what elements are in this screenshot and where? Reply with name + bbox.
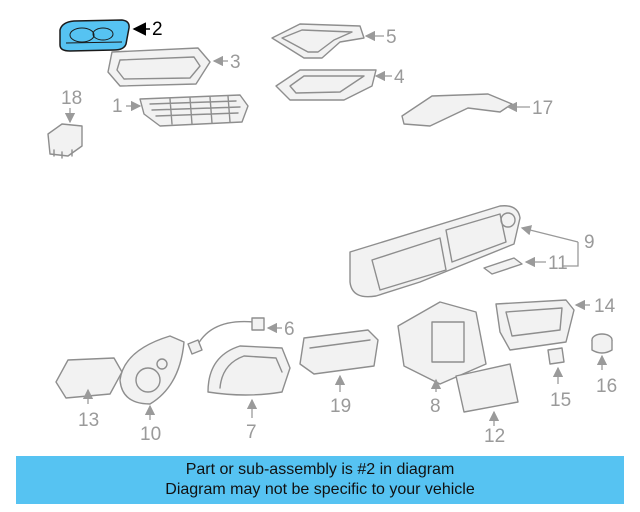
part-12-display[interactable] (455, 363, 519, 413)
part-8-center-panel[interactable] (397, 301, 487, 385)
callout-6: 6 (284, 319, 295, 340)
callout-1: 1 (112, 96, 123, 117)
part-4-panel-insert[interactable] (275, 69, 377, 101)
callout-3: 3 (230, 52, 241, 73)
callout-8: 8 (430, 396, 441, 417)
callout-2: 2 (152, 19, 163, 40)
callout-4: 4 (394, 67, 405, 88)
callout-15: 15 (550, 390, 571, 411)
callout-9: 9 (584, 232, 595, 253)
part-9-dash-panel[interactable] (349, 205, 521, 298)
part-15-switch[interactable] (547, 347, 565, 365)
callout-10: 10 (140, 424, 161, 445)
callout-16: 16 (596, 376, 617, 397)
info-banner: Part or sub-assembly is #2 in diagram Di… (16, 456, 624, 504)
part-13-glove-tray[interactable] (55, 357, 123, 399)
part-2-trim-panel[interactable] (59, 19, 130, 52)
part-18-clip[interactable] (47, 123, 83, 159)
callout-17: 17 (532, 98, 553, 119)
callout-18: 18 (61, 88, 82, 109)
part-17-side-trim[interactable] (401, 93, 513, 127)
banner-part-note: Part or sub-assembly is #2 in diagram (185, 461, 455, 478)
part-19-airbag[interactable] (299, 329, 379, 375)
callout-12: 12 (484, 426, 505, 447)
callout-5: 5 (386, 27, 397, 48)
part-7-cluster-housing[interactable] (207, 345, 291, 396)
part-11-connector[interactable] (483, 257, 523, 275)
part-1-mesh-panel[interactable] (139, 94, 249, 127)
part-3-bezel[interactable] (107, 47, 211, 87)
callout-11: 11 (548, 253, 568, 274)
part-5-upper-cover[interactable] (271, 23, 365, 59)
part-10-bezel-cluster[interactable] (119, 335, 185, 405)
banner-disclaimer: Diagram may not be specific to your vehi… (165, 481, 475, 498)
callout-19: 19 (330, 396, 351, 417)
callout-14: 14 (594, 296, 616, 317)
part-16-knob[interactable] (591, 333, 613, 354)
callout-13: 13 (78, 410, 99, 431)
part-14-bracket[interactable] (495, 299, 575, 351)
part-6-cable[interactable] (187, 317, 265, 355)
callout-7: 7 (246, 422, 257, 443)
